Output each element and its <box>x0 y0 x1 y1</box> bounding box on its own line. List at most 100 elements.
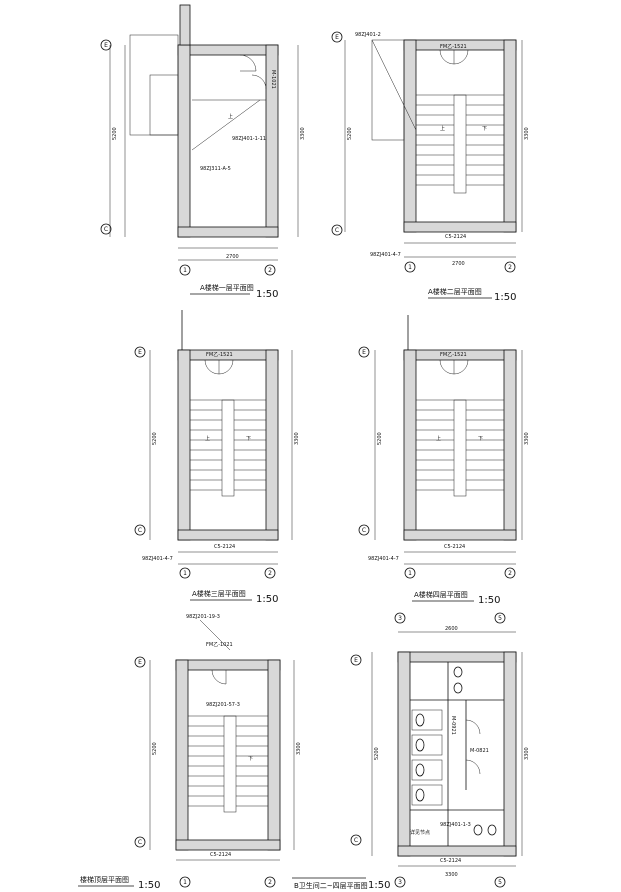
wall-right <box>265 349 279 541</box>
door-swing <box>211 669 227 685</box>
wall-left <box>177 44 191 238</box>
dim-text-left: 5200 <box>377 432 383 445</box>
annex-inner <box>149 74 179 136</box>
axis-bubble-bottom <box>350 834 362 846</box>
stair-well <box>223 715 237 813</box>
leader-line <box>371 39 417 131</box>
axis-label-e: E <box>362 349 366 356</box>
axis-bubble-top <box>134 346 146 358</box>
axis-label-1: 1 <box>183 267 187 274</box>
dim-text-bottom: 2700 <box>452 261 465 267</box>
panel-3: E C 1 2 FM乙-1521 C5-2124 98ZJ401-4-7 上 下… <box>134 310 300 605</box>
wall-bottom <box>175 839 281 851</box>
door-label: FM乙-1521 <box>440 43 467 50</box>
door-left-swing <box>439 49 455 65</box>
axis-label-e: E <box>138 349 142 356</box>
axis-bubble-5 <box>494 876 506 888</box>
sink-icon <box>487 824 497 836</box>
toilet-icon <box>415 738 425 752</box>
toilet-icon <box>415 788 425 802</box>
annex-outline <box>129 34 179 136</box>
wall-bottom <box>177 529 279 541</box>
axis-label-c: C <box>138 839 142 846</box>
wall-right <box>267 659 281 851</box>
axis-label-1: 1 <box>408 570 412 577</box>
dim-text-left: 5200 <box>152 432 158 445</box>
door-swing-side <box>251 74 267 90</box>
axis-label-c: C <box>362 527 366 534</box>
axis-label-e: E <box>104 42 108 49</box>
down-label: 下 <box>478 436 483 442</box>
stair-well <box>453 399 467 497</box>
dim-text-left: 5200 <box>347 127 353 140</box>
dim-text-left: 5200 <box>152 742 158 755</box>
axis-bubble-bottom <box>134 836 146 848</box>
dim-text-right: 3300 <box>524 127 530 140</box>
wall-right <box>503 349 517 541</box>
ref-label-2: 98ZJ201-57-3 <box>206 702 240 708</box>
axis-bubble-top <box>350 654 362 666</box>
axis-bubble-bottom <box>134 524 146 536</box>
dim-text-left: 5200 <box>112 127 118 140</box>
wall-bottom <box>403 221 517 233</box>
dim-text-bottom: 3300 <box>445 872 458 878</box>
dim-text-right: 3300 <box>296 742 302 755</box>
panel-title: A楼梯一层平面图 <box>200 283 254 292</box>
axis-label-c: C <box>335 227 339 234</box>
dim-text-right: 3300 <box>300 127 306 140</box>
door-right-swing <box>218 359 234 375</box>
up-label: 上 <box>228 113 233 120</box>
panel-5: E C 1 2 98ZJ201-19-3 FM乙-1021 98ZJ201-57… <box>78 614 302 891</box>
panel-2: E C 1 2 98ZJ401-2 FM乙-1521 C5-2124 98ZJ4… <box>331 31 530 303</box>
axis-bubble-2 <box>264 264 276 276</box>
axis-bubble-1 <box>179 264 191 276</box>
axis-bubble-2 <box>504 261 516 273</box>
axis-bubble-3 <box>394 876 406 888</box>
window-label: C5-2124 <box>210 852 231 858</box>
axis-bubble-1 <box>404 261 416 273</box>
axis-bubble-top <box>134 656 146 668</box>
panel-scale: 1:50 <box>256 594 278 605</box>
panel-scale: 1:50 <box>368 880 390 891</box>
axis-label-c: C <box>138 527 142 534</box>
stair-treads <box>416 399 504 491</box>
wall-right <box>503 651 517 857</box>
axis-label-2: 2 <box>268 879 272 886</box>
door-left-swing <box>204 359 220 375</box>
toilet-icon <box>415 713 425 727</box>
panel-6: E C 3 5 3 5 M-0921 M-0821 98ZJ401-1-3 C5… <box>292 612 530 891</box>
axis-label-c: C <box>354 837 358 844</box>
window-label: C5-2124 <box>444 544 465 550</box>
ref-label-1: 98ZJ401-1-11 <box>232 136 266 142</box>
panel-title: B卫生间二~四层平面图 <box>294 881 368 890</box>
down-label: 下 <box>246 436 251 442</box>
stair-treads <box>190 399 266 491</box>
axis-label-2: 2 <box>508 264 512 271</box>
door-swing <box>465 759 481 775</box>
door-right-swing <box>453 359 469 375</box>
axis-label-c: C <box>104 226 108 233</box>
door-label: FM乙-1521 <box>440 351 467 358</box>
ref-label-2: 98ZJ311-A-5 <box>200 166 231 172</box>
axis-label-3: 3 <box>398 879 402 886</box>
panel-scale: 1:50 <box>494 292 516 303</box>
sink-icon <box>473 824 483 836</box>
axis-bubble-bottom <box>358 524 370 536</box>
axis-bubble-top-left <box>394 612 406 624</box>
axis-bubble-bottom <box>100 223 112 235</box>
leader-line <box>199 619 231 651</box>
window-label: C5-2124 <box>445 234 466 240</box>
ref-label-1: 98ZJ201-19-3 <box>186 614 220 620</box>
panel-title: A楼梯三层平面图 <box>192 589 246 598</box>
axis-label-5: 5 <box>498 879 502 886</box>
toilet-icon <box>415 763 425 777</box>
note-label: 详见节点 <box>410 829 430 836</box>
dim-text-bottom: 2700 <box>226 254 239 260</box>
axis-label-2: 2 <box>268 267 272 274</box>
stair-well <box>221 399 235 497</box>
dim-text-right: 3300 <box>524 432 530 445</box>
axis-bubble-top <box>331 31 343 43</box>
wall-right <box>503 39 517 233</box>
down-label: 下 <box>248 756 253 762</box>
